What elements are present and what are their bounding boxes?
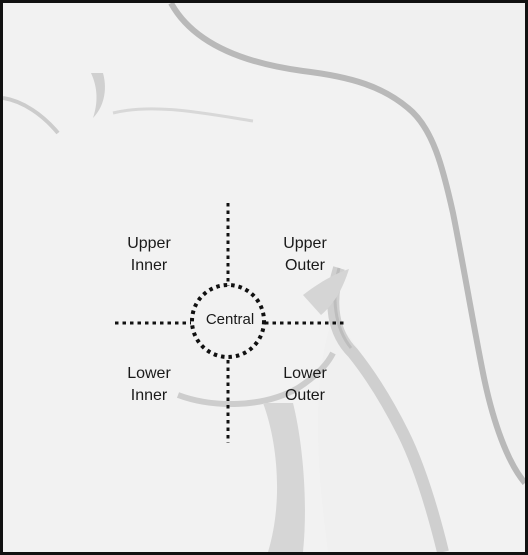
label-lower-inner: Lower Inner xyxy=(109,363,189,407)
label-lower-inner-line2: Inner xyxy=(109,385,189,407)
label-upper-inner: Upper Inner xyxy=(109,233,189,277)
label-upper-inner-line1: Upper xyxy=(109,233,189,255)
label-upper-inner-line2: Inner xyxy=(109,255,189,277)
label-upper-outer-line2: Outer xyxy=(265,255,345,277)
label-lower-outer-line2: Outer xyxy=(265,385,345,407)
label-central: Central xyxy=(195,311,265,328)
label-lower-outer-line1: Lower xyxy=(265,363,345,385)
label-upper-outer: Upper Outer xyxy=(265,233,345,277)
label-lower-inner-line1: Lower xyxy=(109,363,189,385)
chest-illustration xyxy=(3,3,525,552)
label-lower-outer: Lower Outer xyxy=(265,363,345,407)
label-upper-outer-line1: Upper xyxy=(265,233,345,255)
